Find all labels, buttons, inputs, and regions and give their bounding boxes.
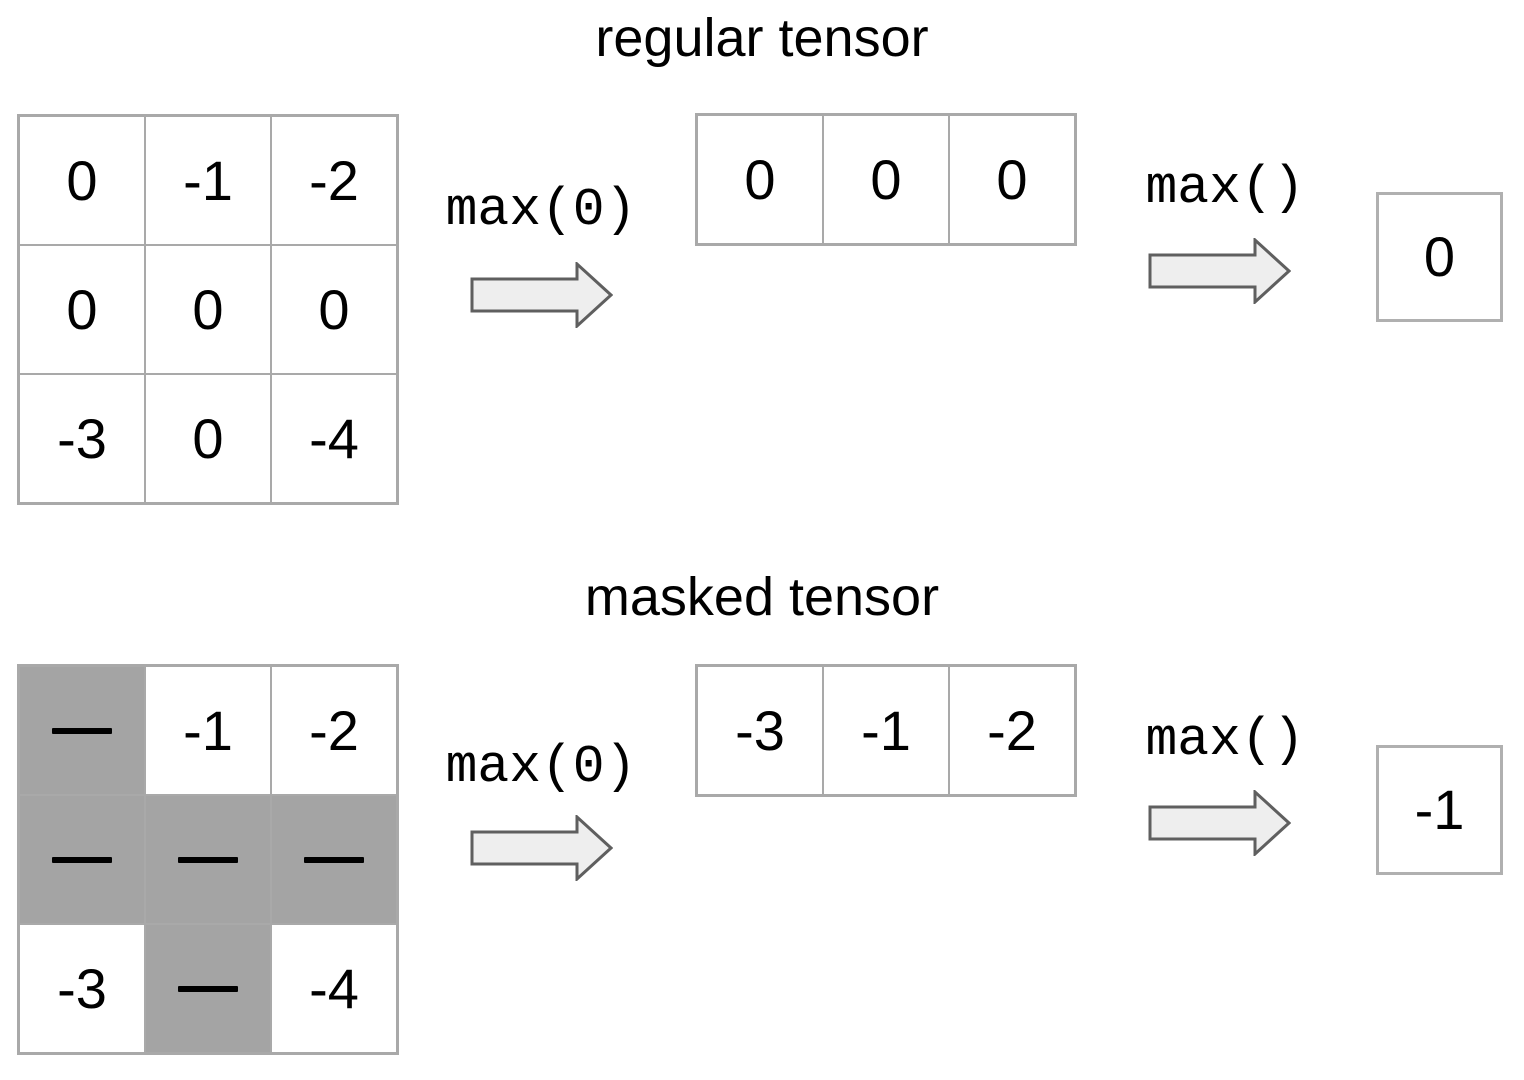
cell-value: -2: [309, 698, 359, 762]
matrix-cell: [146, 796, 270, 923]
cell-value: 0: [870, 147, 902, 211]
matrix-cell: 0: [272, 246, 396, 373]
matrix-cell: [20, 796, 144, 923]
cell-value: -4: [309, 406, 359, 470]
cell-value: 0: [318, 277, 350, 341]
input-matrix: -1 -2 -3 -4: [17, 664, 399, 1055]
arrow-right-icon: [1148, 790, 1291, 856]
matrix-cell: [146, 925, 270, 1052]
section-regular-tensor: regular tensor 0 -1 -2 0 0 0 -3 0 -4 max…: [17, 8, 1503, 505]
vector-cell: -1: [824, 667, 948, 794]
matrix-cell: -2: [272, 667, 396, 794]
cell-value: 0: [996, 147, 1028, 211]
section-title: masked tensor: [584, 567, 940, 627]
cell-value: 0: [66, 148, 98, 212]
cell-value: -1: [1414, 778, 1465, 841]
matrix-cell: -4: [272, 925, 396, 1052]
vector-cell: 0: [950, 116, 1074, 243]
matrix-cell: -3: [20, 375, 144, 502]
result-scalar: -1: [1376, 745, 1503, 875]
cell-value: 0: [192, 277, 224, 341]
input-matrix: 0 -1 -2 0 0 0 -3 0 -4: [17, 114, 399, 505]
vector-cell: 0: [698, 116, 822, 243]
matrix-cell: -1: [146, 667, 270, 794]
cell-value: -4: [309, 956, 359, 1020]
matrix-cell: 0: [20, 117, 144, 244]
vector-cell: -3: [698, 667, 822, 794]
op-max-dim-label: max(0): [445, 737, 637, 797]
arrow-right-icon: [1148, 238, 1291, 304]
matrix-cell: -1: [146, 117, 270, 244]
cell-value: -1: [183, 148, 233, 212]
mask-dash-icon: [52, 856, 112, 863]
reduced-row-vector: 0 0 0: [695, 113, 1077, 246]
matrix-cell: 0: [146, 246, 270, 373]
reduced-row-vector: -3 -1 -2: [695, 664, 1077, 797]
matrix-cell: -2: [272, 117, 396, 244]
section-title: regular tensor: [595, 8, 929, 68]
cell-value: -2: [987, 698, 1037, 762]
matrix-cell: 0: [146, 375, 270, 502]
op-max-all-label: max(): [1145, 710, 1305, 770]
mask-dash-icon: [178, 856, 238, 863]
cell-value: 0: [66, 277, 98, 341]
cell-value: 0: [744, 147, 776, 211]
matrix-cell: -4: [272, 375, 396, 502]
cell-value: 0: [1423, 225, 1456, 288]
matrix-cell: [20, 667, 144, 794]
matrix-cell: -3: [20, 925, 144, 1052]
cell-value: -1: [183, 698, 233, 762]
section-masked-tensor: masked tensor -1 -2 -3 -4 max(0) -3 -1 -…: [0, 552, 1524, 1080]
result-scalar: 0: [1376, 192, 1503, 322]
vector-cell: 0: [824, 116, 948, 243]
cell-value: 0: [192, 406, 224, 470]
op-max-dim-label: max(0): [445, 180, 637, 240]
cell-value: -3: [57, 406, 107, 470]
vector-cell: -2: [950, 667, 1074, 794]
mask-dash-icon: [52, 727, 112, 734]
matrix-cell: [272, 796, 396, 923]
mask-dash-icon: [304, 856, 364, 863]
cell-value: -3: [57, 956, 107, 1020]
matrix-cell: 0: [20, 246, 144, 373]
arrow-right-icon: [470, 815, 613, 881]
arrow-right-icon: [470, 262, 613, 328]
cell-value: -1: [861, 698, 911, 762]
cell-value: -3: [735, 698, 785, 762]
mask-dash-icon: [178, 985, 238, 992]
op-max-all-label: max(): [1145, 158, 1305, 218]
cell-value: -2: [309, 148, 359, 212]
